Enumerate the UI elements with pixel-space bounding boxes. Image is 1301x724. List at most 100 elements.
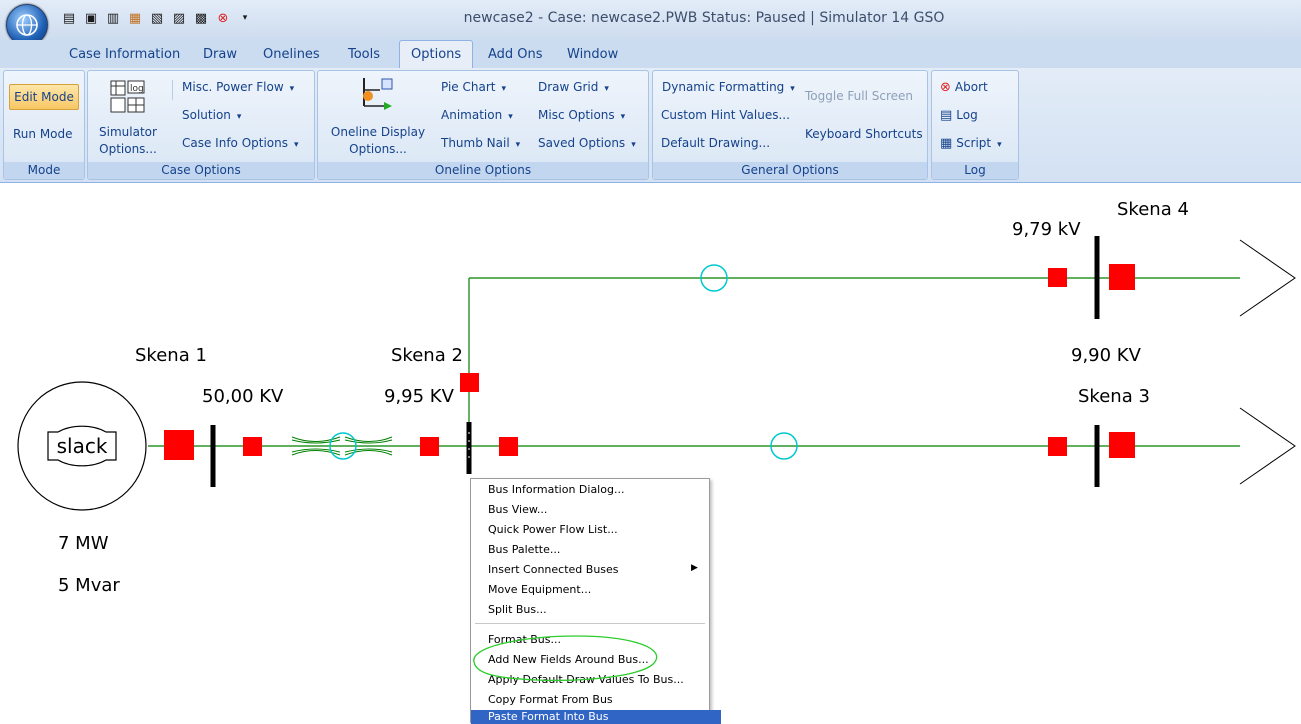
draw-grid-button[interactable]: Draw Grid▾: [538, 80, 609, 94]
breaker-bus1-right[interactable]: [243, 437, 262, 456]
tab-window[interactable]: Window: [567, 47, 619, 62]
breaker-bus2-right[interactable]: [499, 437, 518, 456]
generator-inner-shape: [47, 425, 117, 467]
flow-indicator-2[interactable]: [770, 432, 798, 460]
gen-mvar-label: 5 Mvar: [58, 575, 120, 596]
script-button[interactable]: ▦Script ▾: [940, 136, 1002, 151]
keyboard-shortcuts-button[interactable]: Keyboard Shortcuts: [805, 127, 923, 141]
grid-icon[interactable]: ▦: [128, 10, 142, 26]
oneline-display-options-button[interactable]: Oneline Display Options...: [328, 124, 428, 158]
highlight-annotation: [473, 635, 658, 681]
ribbon-tabs: Case Information Draw Onelines Tools Opt…: [0, 40, 1301, 69]
solution-button[interactable]: Solution▾: [182, 108, 241, 122]
menu-item-bus-view[interactable]: Bus View...: [488, 503, 548, 516]
abort-label: Abort: [954, 80, 988, 94]
misc-options-label: Misc Options: [538, 108, 615, 122]
case-info-options-button[interactable]: Case Info Options▾: [182, 136, 299, 150]
menu-item-quick-power-flow-list[interactable]: Quick Power Flow List...: [488, 523, 618, 536]
group-label-mode: Mode: [4, 162, 84, 179]
bus1-voltage-label: 50,00 KV: [202, 386, 284, 407]
bus4-voltage-label: 9,79 kV: [1012, 219, 1081, 240]
misc-power-flow-label: Misc. Power Flow: [182, 80, 284, 94]
animation-label: Animation: [441, 108, 503, 122]
thumb-nail-button[interactable]: Thumb Nail▾: [441, 136, 520, 150]
oneline-display-options-icon[interactable]: [360, 76, 396, 116]
log-button[interactable]: ▤Log: [940, 108, 978, 123]
script-icon: ▦: [940, 136, 953, 151]
chevron-down-icon: ▾: [501, 84, 507, 94]
table-icon[interactable]: ▩: [194, 10, 208, 26]
load-arrow-bus4[interactable]: [1239, 239, 1296, 317]
bus-context-menu: Bus Information Dialog... Bus View... Qu…: [470, 478, 721, 724]
breaker-bus2-top[interactable]: [460, 373, 479, 392]
app-menu-button[interactable]: [6, 4, 48, 46]
group-oneline-options: Oneline Options: [317, 70, 649, 180]
log-label: Log: [956, 108, 978, 122]
gen-mw-label: 7 MW: [58, 533, 109, 554]
menu-item-move-equipment[interactable]: Move Equipment...: [488, 583, 592, 596]
menu-item-bus-palette[interactable]: Bus Palette...: [488, 543, 561, 556]
misc-power-flow-button[interactable]: Misc. Power Flow ▾: [182, 80, 294, 94]
run-mode-button[interactable]: Run Mode: [13, 127, 73, 141]
breaker-bus4-right[interactable]: [1109, 264, 1135, 290]
log-icon: ▤: [940, 108, 953, 123]
save-icon[interactable]: ▣: [84, 10, 98, 26]
default-drawing-button[interactable]: Default Drawing...: [661, 136, 771, 150]
chart-icon[interactable]: ▧: [150, 10, 164, 26]
print-icon[interactable]: ▥: [106, 10, 120, 26]
menu-item-add-new-fields-around-bus[interactable]: Add New Fields Around Bus...: [488, 653, 649, 666]
tab-case-information[interactable]: Case Information: [69, 47, 181, 62]
breaker-gen[interactable]: [164, 430, 194, 460]
oneline-display-options-label-2: Options...: [349, 142, 407, 156]
ribbon: Mode Case Options Oneline Options Genera…: [0, 68, 1301, 183]
oneline-diagram[interactable]: slack: [0, 183, 1301, 721]
chevron-down-icon: ▾: [508, 112, 513, 122]
menu-item-bus-information-dialog[interactable]: Bus Information Dialog...: [488, 483, 625, 496]
transformer-symbol[interactable]: [291, 436, 393, 456]
load-arrow-bus3[interactable]: [1239, 407, 1296, 485]
tab-onelines[interactable]: Onelines: [263, 47, 320, 62]
chevron-down-icon: ▾: [289, 84, 295, 94]
breaker-bus4-left[interactable]: [1048, 268, 1067, 287]
customize-qat-icon[interactable]: ▾: [242, 13, 248, 23]
simulator-options-button[interactable]: Simulator Options...: [98, 124, 158, 158]
chevron-down-icon: ▾: [997, 140, 1002, 150]
calc-icon[interactable]: ▨: [172, 10, 186, 26]
breaker-bus3-left[interactable]: [1048, 437, 1067, 456]
custom-hint-values-button[interactable]: Custom Hint Values...: [661, 108, 790, 122]
breaker-bus3-right[interactable]: [1109, 432, 1135, 458]
group-label-log: Log: [932, 162, 1018, 179]
close-red-icon[interactable]: ⊗: [217, 10, 229, 26]
group-log: Log: [931, 70, 1019, 180]
tab-tools[interactable]: Tools: [348, 47, 381, 62]
tab-options[interactable]: Options: [399, 40, 474, 69]
edit-mode-button[interactable]: Edit Mode: [9, 84, 79, 110]
dynamic-formatting-label: Dynamic Formatting: [662, 80, 785, 94]
simulator-options-label-1: Simulator: [99, 125, 157, 139]
dynamic-formatting-button[interactable]: Dynamic Formatting▾: [662, 80, 795, 94]
script-label: Script: [956, 136, 992, 150]
menu-item-copy-format-from-bus[interactable]: Copy Format From Bus: [488, 693, 613, 706]
abort-button[interactable]: ⊗Abort: [940, 80, 988, 95]
flow-indicator-1[interactable]: [329, 432, 357, 460]
tab-add-ons[interactable]: Add Ons: [488, 47, 543, 62]
animation-button[interactable]: Animation ▾: [441, 108, 513, 122]
chevron-down-icon: ▾: [604, 84, 609, 94]
breaker-bus2-left[interactable]: [420, 437, 439, 456]
misc-options-button[interactable]: Misc Options ▾: [538, 108, 625, 122]
globe-icon: [16, 14, 38, 36]
saved-options-button[interactable]: Saved Options▾: [538, 136, 636, 150]
simulator-options-label-2: Options...: [99, 142, 157, 156]
tab-draw[interactable]: Draw: [203, 47, 237, 62]
menu-item-paste-format-into-bus[interactable]: Paste Format Into Bus: [471, 710, 721, 724]
title-bar: ▤ ▣ ▥ ▦ ▧ ▨ ▩ ⊗ ▾ newcase2 - Case: newca…: [0, 0, 1301, 46]
simulator-options-icon[interactable]: log: [110, 80, 146, 114]
menu-item-split-bus[interactable]: Split Bus...: [488, 603, 547, 616]
pie-chart-button[interactable]: Pie Chart▾: [441, 80, 506, 94]
new-case-icon[interactable]: ▤: [62, 10, 76, 26]
flow-indicator-3[interactable]: [700, 264, 728, 292]
chevron-down-icon: ▾: [620, 112, 626, 122]
oneline-display-options-label-1: Oneline Display: [330, 125, 426, 139]
toggle-full-screen-button[interactable]: Toggle Full Screen: [805, 89, 913, 103]
menu-item-insert-connected-buses[interactable]: Insert Connected Buses: [488, 563, 619, 576]
